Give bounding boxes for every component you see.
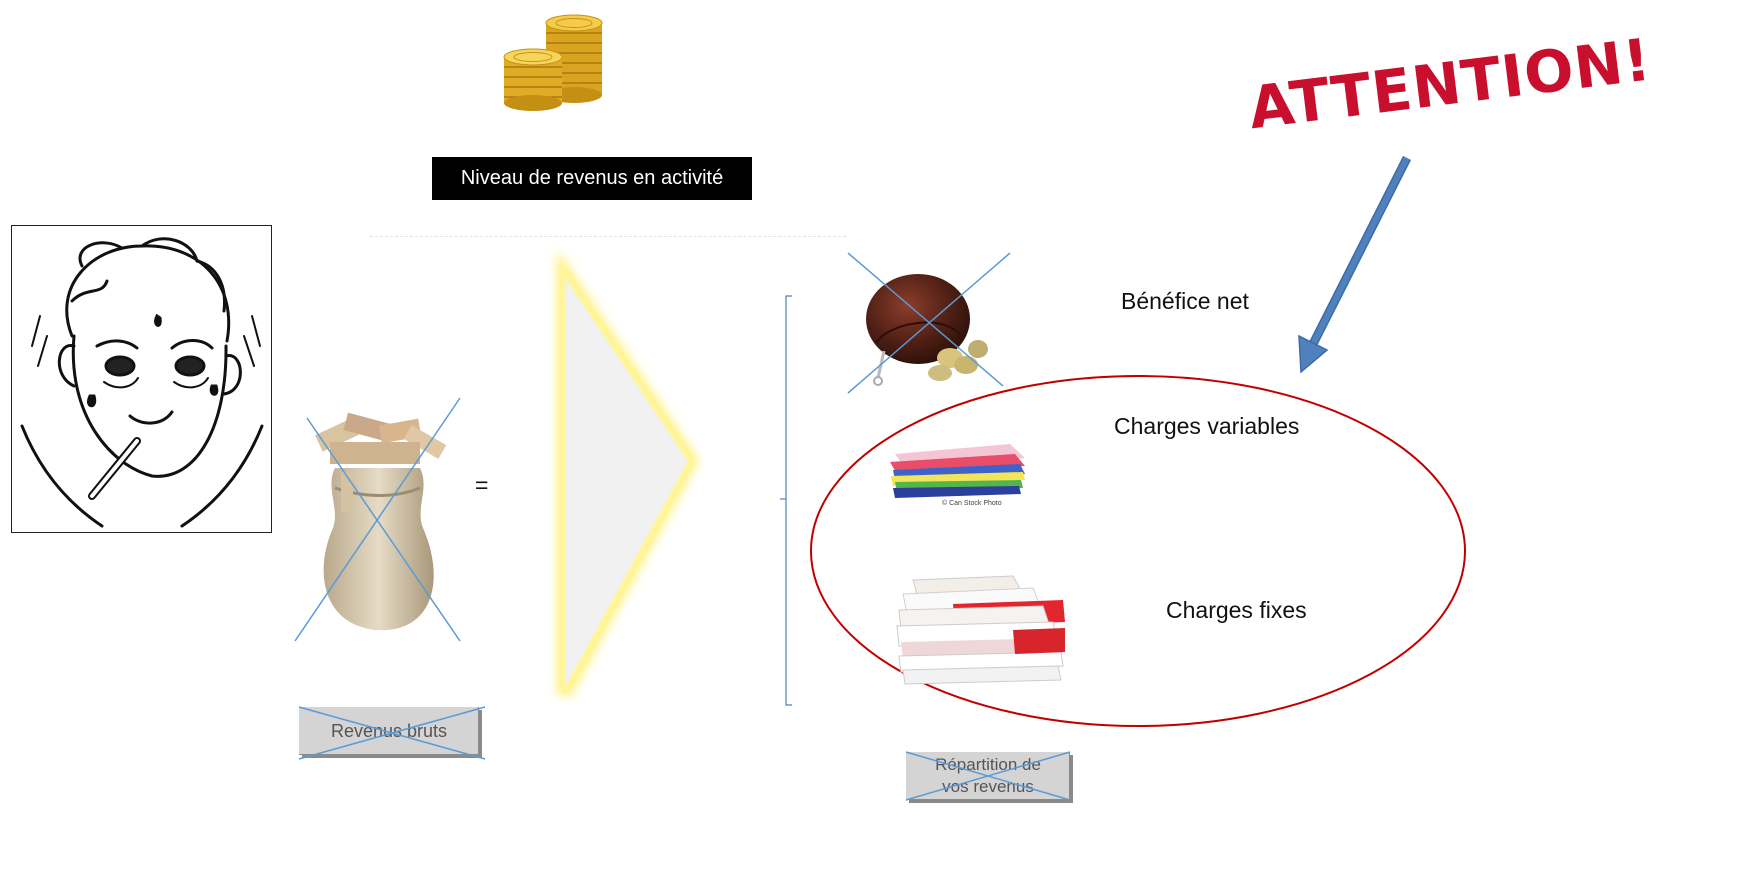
- attention-arrow: [1298, 155, 1412, 374]
- income-distribution-line2: vos revenus: [942, 777, 1034, 796]
- income-distribution-line1: Répartition de: [935, 755, 1041, 774]
- attention-text: ATTENTION!: [1245, 25, 1655, 143]
- highlight-ellipse: [810, 375, 1466, 727]
- divider: [370, 236, 846, 237]
- bills-stack-icon: © Can Stock Photo: [885, 440, 1030, 510]
- stock-photo-caption: © Can Stock Photo: [942, 500, 1002, 507]
- equals-sign: =: [475, 472, 489, 498]
- income-level-caption: Niveau de revenus en activité: [432, 157, 752, 200]
- variable-charges-label: Charges variables: [1114, 413, 1300, 439]
- gross-income-cross: [298, 706, 486, 760]
- income-distribution-cross: [905, 751, 1071, 801]
- bracket: [780, 295, 792, 706]
- fixed-charges-label: Charges fixes: [1166, 597, 1307, 623]
- coin-purse-icon: [847, 252, 1011, 394]
- gold-coins-icon: [498, 5, 610, 117]
- sick-person-icon: [11, 225, 272, 533]
- paper-pile-icon: [893, 574, 1068, 685]
- glowing-triangle: [557, 249, 699, 697]
- net-profit-label: Bénéfice net: [1121, 288, 1249, 314]
- money-bag-icon: [294, 397, 461, 642]
